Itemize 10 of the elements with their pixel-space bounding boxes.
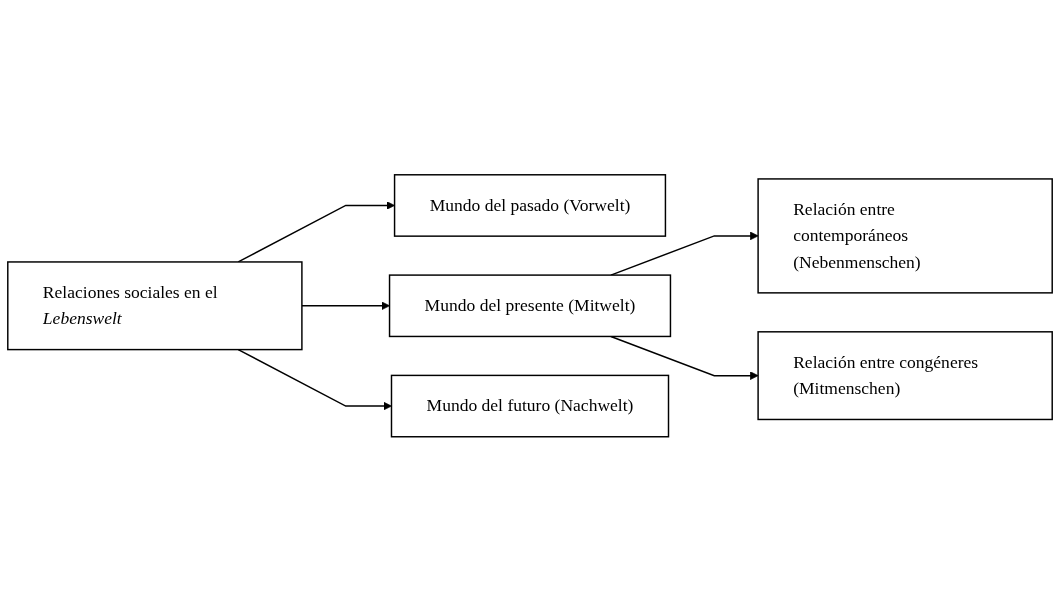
arrow <box>237 348 392 411</box>
arrow <box>301 301 390 310</box>
node-box: Mundo del presente (Mitwelt) <box>388 274 672 337</box>
node-box: Relaciones sociales en el Lebenswelt <box>7 260 303 351</box>
arrow <box>237 200 395 263</box>
node-box: Mundo del futuro (Nachwelt) <box>390 374 670 438</box>
node-box: Relación entre congéneres (Mitmenschen) <box>757 330 1053 420</box>
node-box: Mundo del pasado (Vorwelt) <box>393 173 667 237</box>
arrow <box>610 335 759 380</box>
node-box: Relación entre contemporáneos (Nebenmenschen) <box>757 177 1053 294</box>
